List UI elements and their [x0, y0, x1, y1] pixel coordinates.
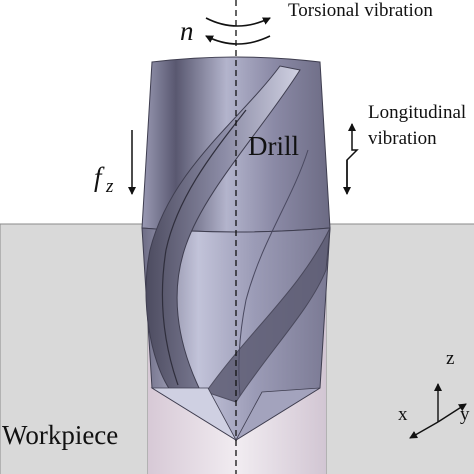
torsional-vibration-label: Torsional vibration [288, 0, 433, 21]
flute-edge-line [161, 109, 247, 386]
longitudinal-label-line2: vibration [368, 128, 437, 149]
axis-z-label: z [446, 348, 454, 369]
drill-label: Drill [248, 131, 299, 161]
axis-x-label: x [398, 404, 408, 425]
torsion-arrow-upper [205, 17, 271, 27]
axis-x-line [409, 421, 439, 439]
drill-tip-right [234, 387, 321, 442]
longitudinal-vibration-arrow [346, 123, 359, 190]
longitudinal-label-line1: Longitudinal [368, 102, 466, 123]
margin-line [238, 149, 309, 397]
workpiece-label: Workpiece [2, 420, 118, 450]
torsion-arrow-lower [205, 35, 271, 45]
workpiece-right-block [325, 223, 474, 474]
rotation-symbol: n [180, 16, 194, 46]
axis-y-label: y [460, 404, 470, 425]
feed-symbol: f [94, 162, 105, 192]
axis-y-line [437, 403, 467, 423]
feed-subscript: z [105, 176, 114, 197]
drill-tip-left [150, 387, 238, 442]
workpiece-left-block [0, 223, 149, 474]
